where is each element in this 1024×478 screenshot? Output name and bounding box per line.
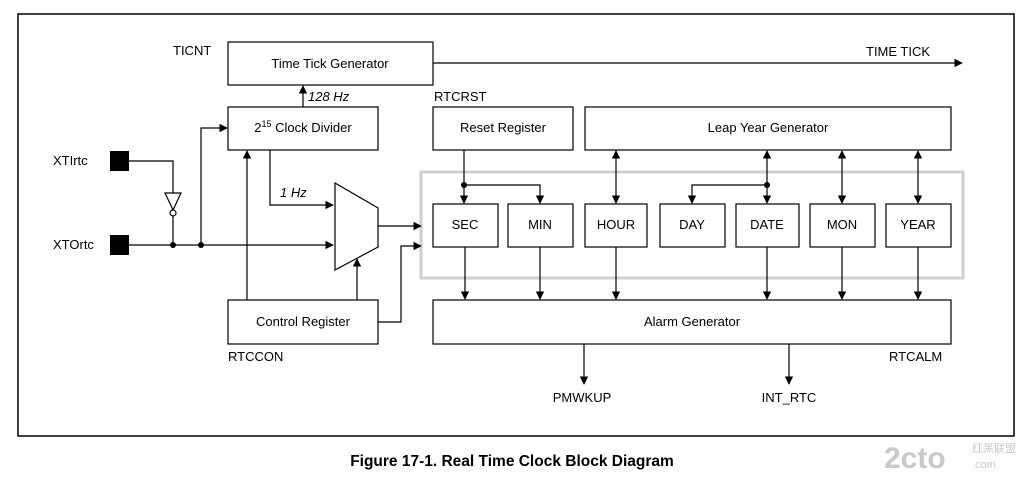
- clock-mux: [334, 181, 379, 272]
- rtccon-label: RTCCON: [228, 349, 283, 364]
- hour-register: [584, 203, 648, 248]
- freq-1-label: 1 Hz: [280, 185, 307, 200]
- watermark-domain: .com: [972, 459, 996, 471]
- sec-register: [432, 203, 499, 248]
- xtortc-pin: [110, 235, 129, 255]
- control-to-counters-arrow: [378, 241, 422, 323]
- reset-register-block: [432, 106, 574, 151]
- int-rtc-label: INT_RTC: [762, 390, 817, 405]
- clock-divider-text: Clock Divider: [272, 120, 353, 135]
- day-register: [659, 203, 726, 248]
- hour-label: HOUR: [597, 217, 635, 232]
- time-tick-label: TIME TICK: [866, 44, 930, 59]
- reset-register-label: Reset Register: [460, 120, 547, 135]
- xtirtc-pin: [110, 151, 129, 171]
- inverter-bubble: [169, 209, 177, 217]
- xtortc-label: XTOrtc: [53, 237, 94, 252]
- xti-wire: [129, 160, 174, 193]
- min-label: MIN: [528, 217, 552, 232]
- xtirtc-label: XTIrtc: [53, 153, 88, 168]
- figure-caption: Figure 17-1. Real Time Clock Block Diagr…: [350, 453, 674, 470]
- time-tick-generator-block: [227, 41, 434, 86]
- reset-to-min-arrow: [464, 184, 545, 204]
- year-label: YEAR: [900, 217, 935, 232]
- leap-year-generator-label: Leap Year Generator: [708, 120, 829, 135]
- rtcalm-label: RTCALM: [889, 349, 942, 364]
- divider-input-wire: [200, 123, 228, 245]
- mon-register: [809, 203, 876, 248]
- ticnt-label: TICNT: [173, 43, 211, 58]
- clock-divider-exponent: 15: [262, 119, 272, 129]
- watermark-logo: 2cto: [884, 442, 946, 475]
- clock-divider-base: 2: [254, 120, 261, 135]
- inverter-symbol: [164, 192, 182, 212]
- watermark-subtitle: 红黑联盟: [972, 442, 1016, 455]
- date-register: [735, 203, 800, 248]
- sec-label: SEC: [452, 217, 479, 232]
- clock-divider-label: 215 Clock Divider: [254, 119, 352, 135]
- control-register-label: Control Register: [256, 314, 351, 329]
- freq-128-label: 128 Hz: [308, 89, 350, 104]
- mon-label: MON: [827, 217, 857, 232]
- day-label: DAY: [679, 217, 705, 232]
- time-tick-generator-label: Time Tick Generator: [271, 56, 389, 71]
- freq-1-wire: [269, 150, 334, 210]
- rtcrst-label: RTCRST: [434, 89, 487, 104]
- leap-to-day-arrow: [687, 184, 767, 204]
- pmwkup-label: PMWKUP: [553, 390, 612, 405]
- alarm-generator-block: [432, 299, 952, 345]
- clock-divider-block: [227, 106, 379, 151]
- diagram-frame: [17, 13, 1015, 437]
- alarm-generator-label: Alarm Generator: [644, 314, 741, 329]
- year-register: [885, 203, 952, 248]
- junction-dot: [170, 242, 176, 248]
- date-label: DATE: [750, 217, 784, 232]
- leap-year-generator-block: [584, 106, 952, 151]
